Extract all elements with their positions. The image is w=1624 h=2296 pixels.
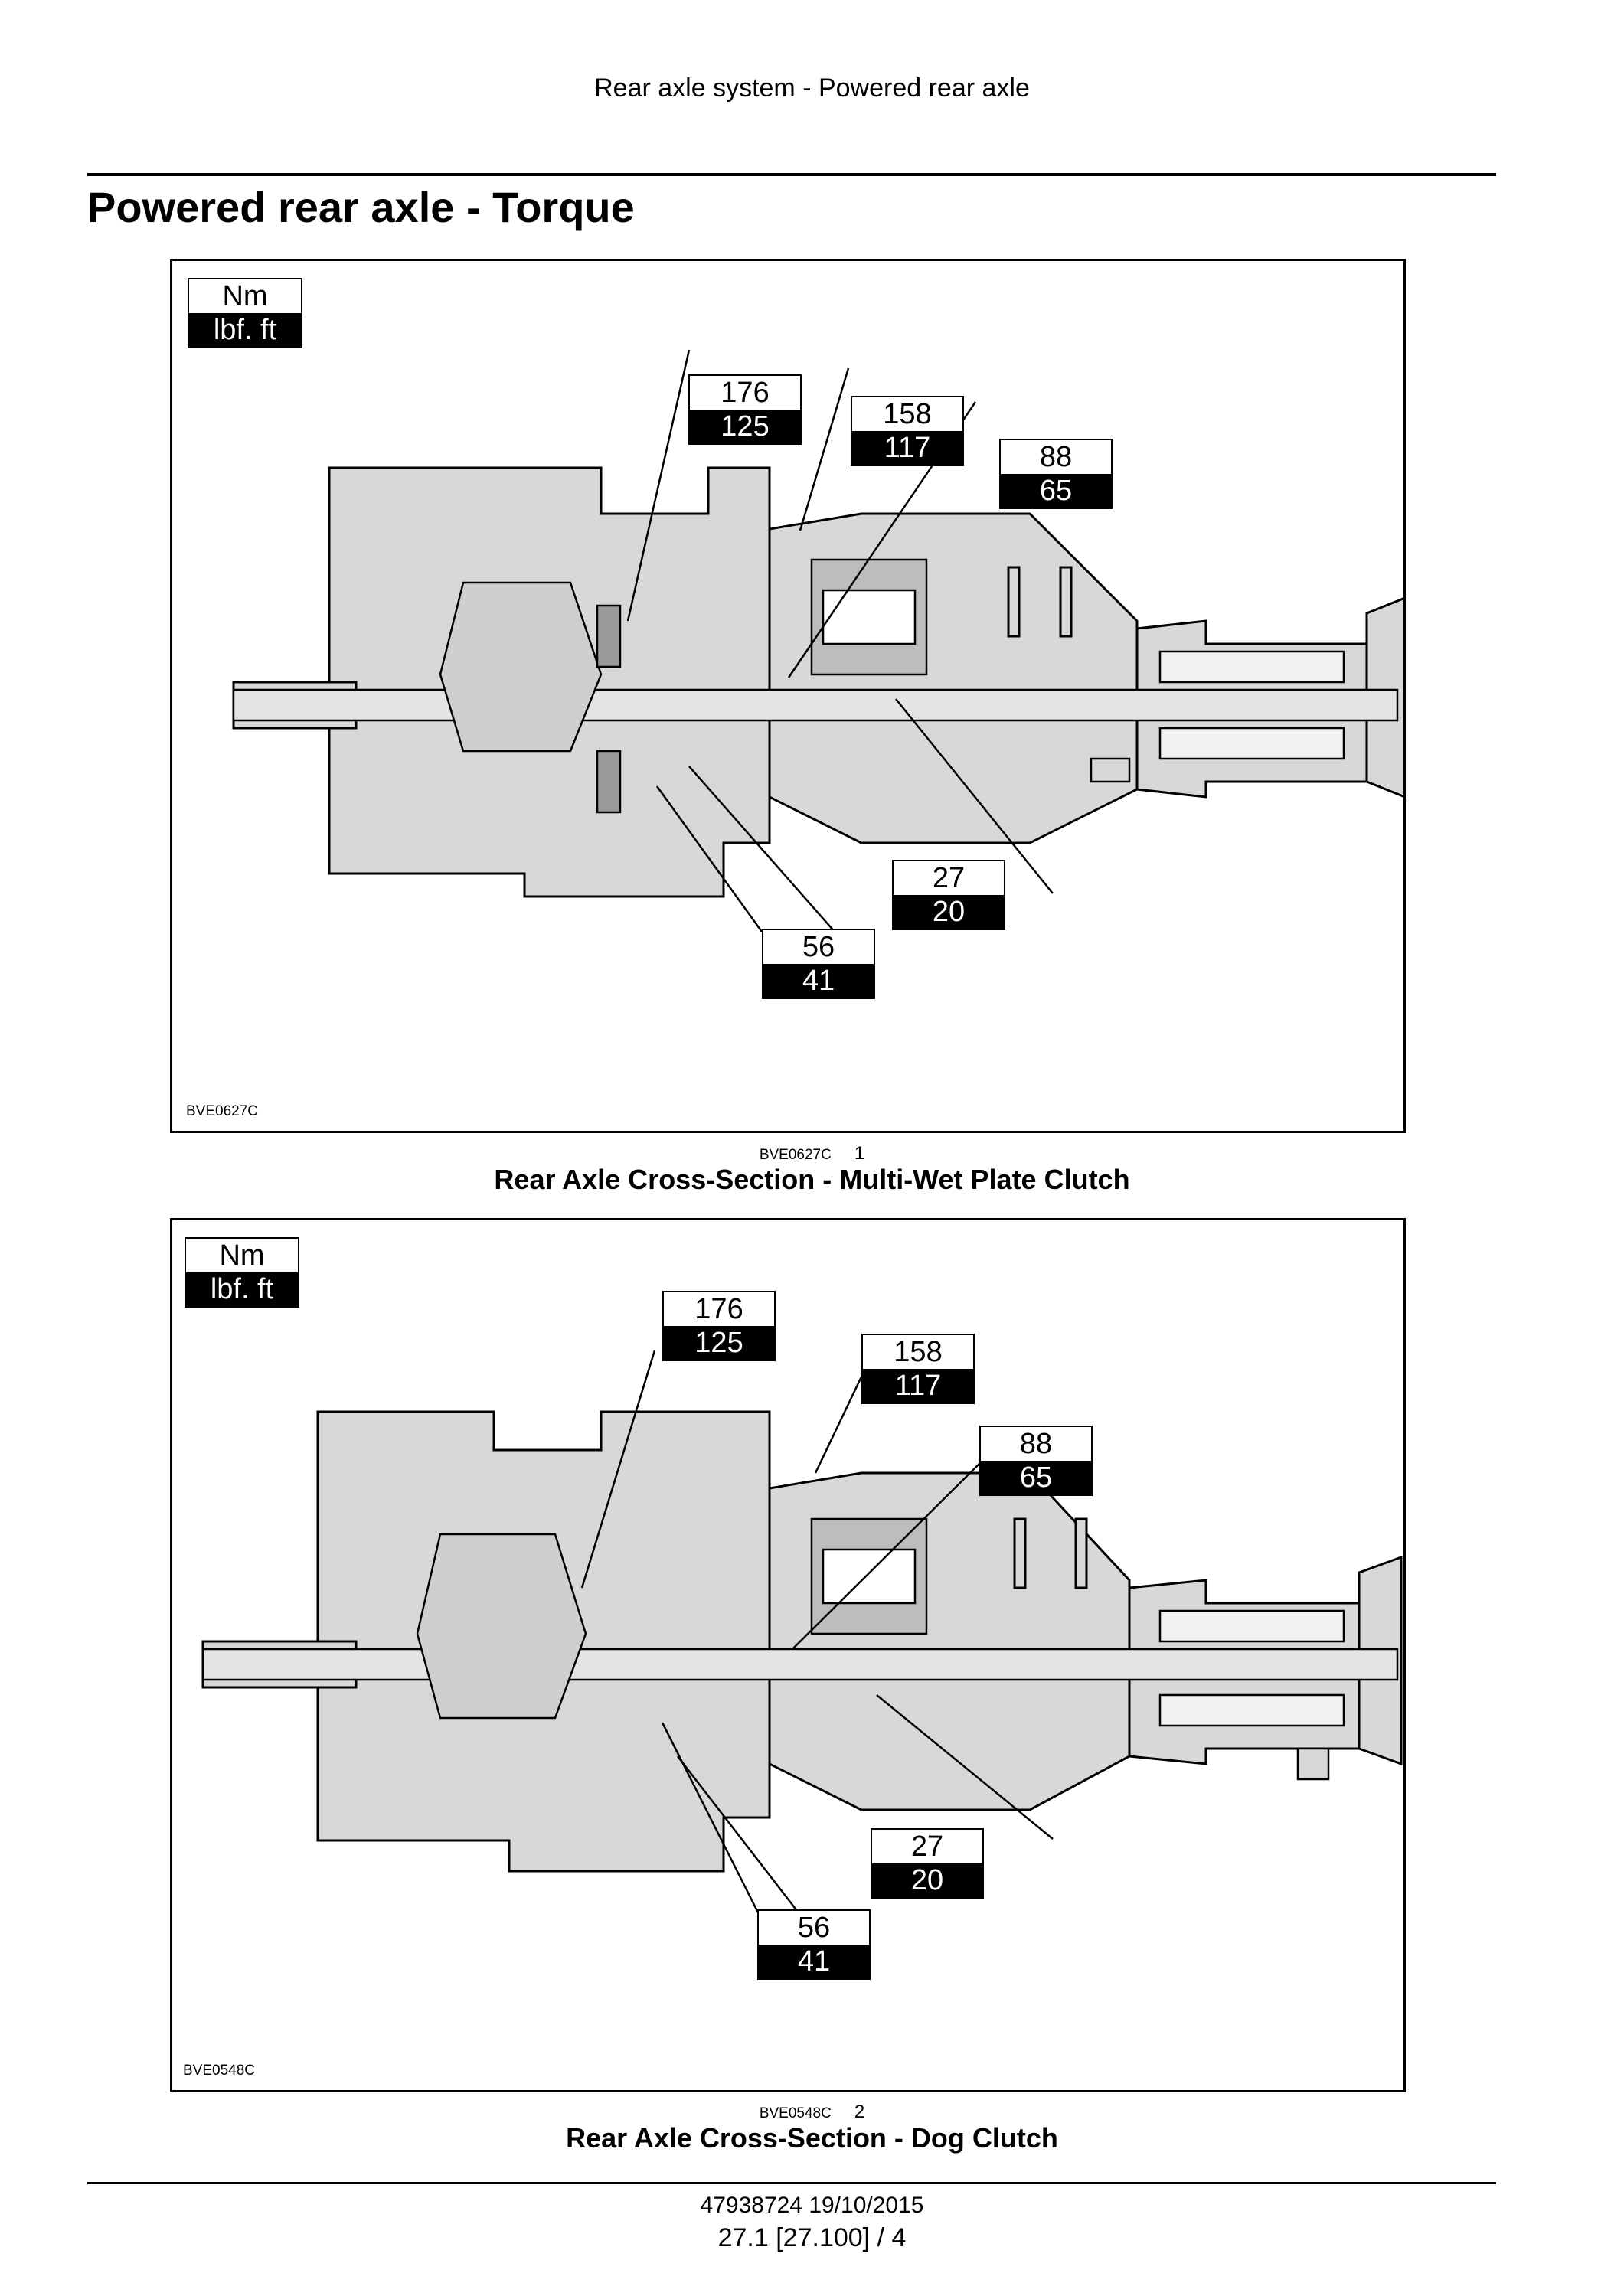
torque-label: 176 125 [662, 1291, 776, 1361]
footer-page-number: 27.1 [27.100] / 4 [717, 2223, 907, 2252]
units-nm: Nm [222, 280, 268, 312]
units-legend: Nm lbf. ft [185, 1237, 299, 1308]
figure-1: Nm lbf. ft [170, 259, 1406, 1133]
running-header: Rear axle system - Powered rear axle [594, 73, 1030, 103]
axle-cross-section-drawing [232, 349, 1403, 959]
torque-label: 158 117 [861, 1334, 975, 1404]
units-nm: Nm [219, 1239, 265, 1272]
header-rule [87, 173, 1496, 176]
torque-label: 88 65 [999, 439, 1113, 509]
figure-caption: Rear Axle Cross-Section - Multi-Wet Plat… [494, 1164, 1130, 1195]
units-lbf: lbf. ft [189, 313, 301, 347]
torque-label: 27 20 [871, 1828, 984, 1899]
units-lbf: lbf. ft [186, 1272, 298, 1306]
torque-label: 176 125 [688, 374, 802, 445]
torque-label: 27 20 [892, 860, 1005, 930]
figure-caption: Rear Axle Cross-Section - Dog Clutch [566, 2122, 1058, 2154]
page-title: Powered rear axle - Torque [87, 183, 635, 231]
axle-cross-section-drawing [201, 1350, 1403, 1925]
footer-doc-id: 47938724 19/10/2015 [700, 2193, 924, 2218]
torque-label: 158 117 [851, 396, 964, 466]
footer-rule [87, 2182, 1496, 2184]
torque-label: 56 41 [762, 929, 875, 999]
figure-2: Nm lbf. ft [170, 1218, 1406, 2092]
units-legend: Nm lbf. ft [188, 278, 302, 348]
figure-code: BVE0627C [186, 1103, 259, 1119]
torque-label: 56 41 [757, 1909, 871, 1980]
torque-label: 88 65 [979, 1426, 1093, 1496]
figure-code: BVE0548C [183, 2062, 256, 2079]
